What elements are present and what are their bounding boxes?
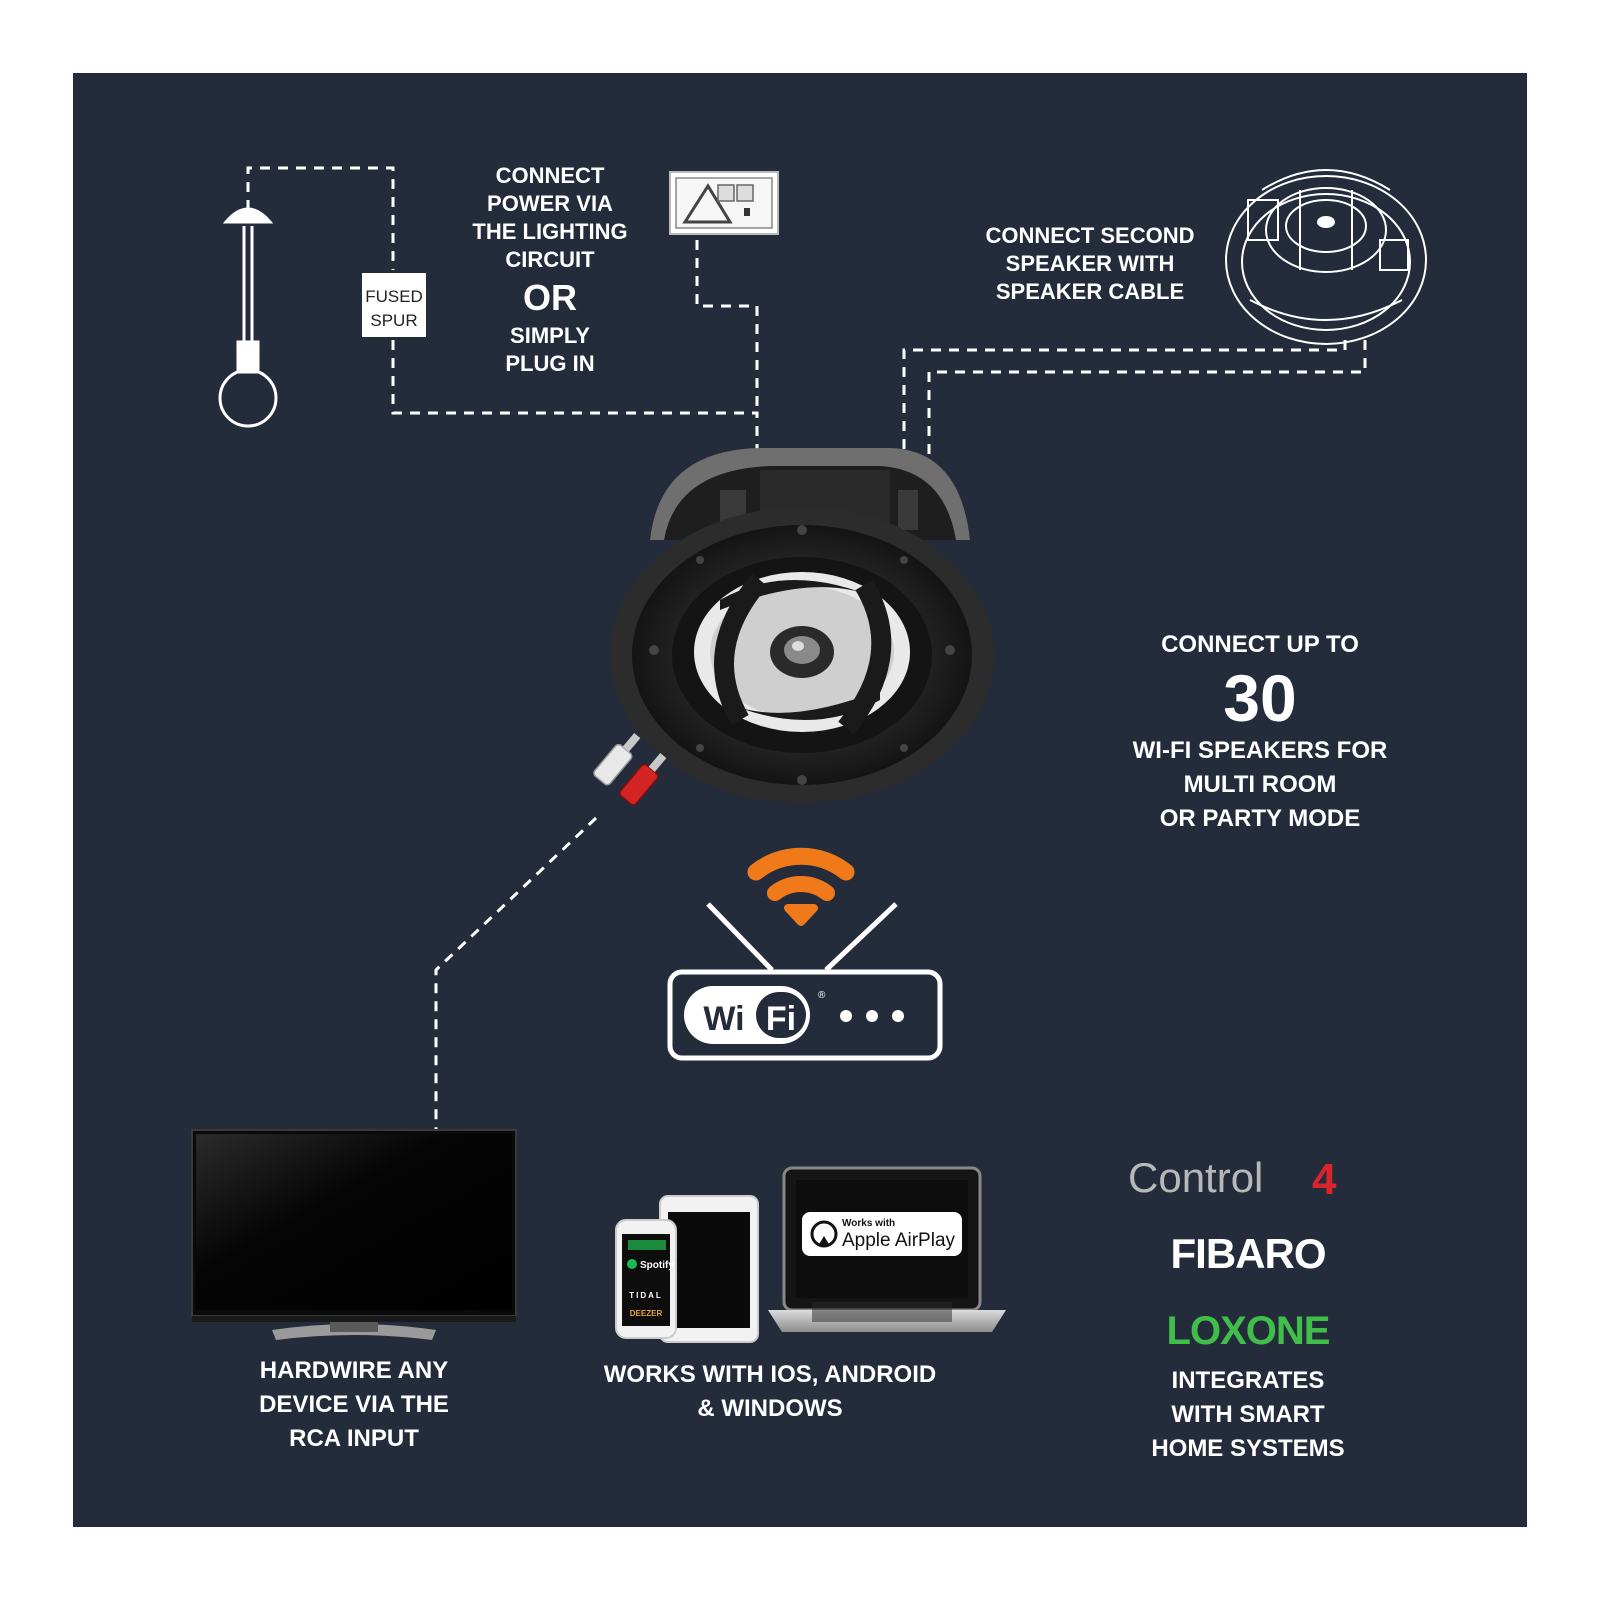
lighting-cable	[246, 166, 395, 270]
airplay-big-text: Apple AirPlay	[842, 1230, 956, 1251]
multiroom-number: 30	[1223, 661, 1297, 735]
power-caption-line1: CONNECT	[495, 163, 605, 188]
router-led-1	[840, 1010, 852, 1022]
television-illustration	[191, 1129, 517, 1340]
wifi-router-icon: Wi Fi ®	[667, 902, 943, 1061]
power-caption-line5: SIMPLY	[510, 323, 590, 348]
power-caption-line3: THE LIGHTING	[472, 219, 628, 244]
fused-spur-line1: FUSED	[365, 287, 423, 306]
pendant-lamp-icon	[218, 207, 278, 428]
power-caption: CONNECT POWER VIA THE LIGHTING CIRCUIT O…	[440, 162, 660, 378]
second-speaker-cable-b	[927, 340, 1367, 500]
tv-caption: HARDWIRE ANY DEVICE VIA THE RCA INPUT	[204, 1354, 504, 1456]
wifi-logo-fi: Fi	[766, 1000, 796, 1038]
control4-logo-text: Control	[1128, 1154, 1263, 1201]
loxone-logo: LOXONE	[1167, 1309, 1330, 1353]
wall-socket-icon	[669, 171, 779, 235]
smart-home-logos: Control 4 FIBARO LOXONE	[1128, 1154, 1337, 1353]
wifi-logo-wi: Wi	[703, 1000, 744, 1038]
fused-spur-box: FUSED SPUR	[360, 271, 428, 339]
power-caption-line6: PLUG IN	[505, 351, 595, 376]
router-led-3	[892, 1010, 904, 1022]
power-or: OR	[523, 277, 577, 318]
smart-home-line2: WITH SMART	[1171, 1401, 1325, 1428]
tablet-icon	[659, 1195, 759, 1343]
multiroom-line1: CONNECT UP TO	[1161, 631, 1359, 658]
spur-to-speaker-cable	[391, 340, 759, 465]
airplay-small-text: Works with	[842, 1218, 895, 1229]
second-speaker-line3: SPEAKER CABLE	[995, 279, 1185, 304]
devices-caption-line2: & WINDOWS	[697, 1395, 843, 1422]
dashed-cables	[246, 166, 1367, 1130]
tv-caption-line2: DEVICE VIA THE	[259, 1391, 449, 1418]
multiroom-line3: MULTI ROOM	[1183, 771, 1337, 798]
laptop-icon: Works with Apple AirPlay	[768, 1166, 1006, 1332]
main-ceiling-speaker	[610, 448, 994, 803]
rca-plugs-icon	[593, 732, 667, 806]
devices-caption-line1: WORKS WITH IOS, ANDROID	[603, 1361, 937, 1388]
power-caption-line4: CIRCUIT	[505, 247, 595, 272]
phone-icon: Spotify TIDAL DEEZER	[615, 1219, 677, 1339]
second-speaker-line2: SPEAKER WITH	[1005, 251, 1175, 276]
wifi-registered-mark: ®	[818, 990, 826, 1001]
socket-to-speaker-cable	[695, 240, 759, 413]
second-speaker-line1: CONNECT SECOND	[985, 223, 1195, 248]
multiroom-line2: WI-FI SPEAKERS FOR	[1132, 737, 1388, 764]
smart-home-line3: HOME SYSTEMS	[1151, 1435, 1345, 1462]
smart-home-caption: INTEGRATES WITH SMART HOME SYSTEMS	[1108, 1364, 1388, 1466]
fibaro-logo: FIBARO	[1171, 1230, 1326, 1277]
rca-cable	[434, 816, 598, 1130]
second-speaker-caption: CONNECT SECOND SPEAKER WITH SPEAKER CABL…	[950, 222, 1230, 306]
devices-illustration: Works with Apple AirPlay Spotify TIDAL D…	[615, 1166, 1006, 1343]
tv-caption-line3: RCA INPUT	[289, 1425, 419, 1452]
multiroom-caption: CONNECT UP TO 30 WI-FI SPEAKERS FOR MULT…	[1110, 628, 1410, 836]
multiroom-line4: OR PARTY MODE	[1159, 805, 1361, 832]
second-speaker-illustration	[1225, 169, 1427, 345]
second-speaker-cable-a	[902, 340, 1347, 500]
devices-caption: WORKS WITH IOS, ANDROID & WINDOWS	[560, 1358, 980, 1426]
tv-caption-line1: HARDWIRE ANY	[259, 1357, 449, 1384]
fused-spur-line2: SPUR	[370, 311, 417, 330]
wifi-signal-icon	[747, 847, 855, 926]
app-spotify: Spotify	[640, 1260, 674, 1271]
app-deezer: DEEZER	[630, 1309, 663, 1318]
router-led-2	[866, 1010, 878, 1022]
smart-home-line1: INTEGRATES	[1171, 1367, 1325, 1394]
app-tidal: TIDAL	[629, 1291, 663, 1300]
power-caption-line2: POWER VIA	[487, 191, 613, 216]
control4-logo-number: 4	[1312, 1155, 1337, 1204]
